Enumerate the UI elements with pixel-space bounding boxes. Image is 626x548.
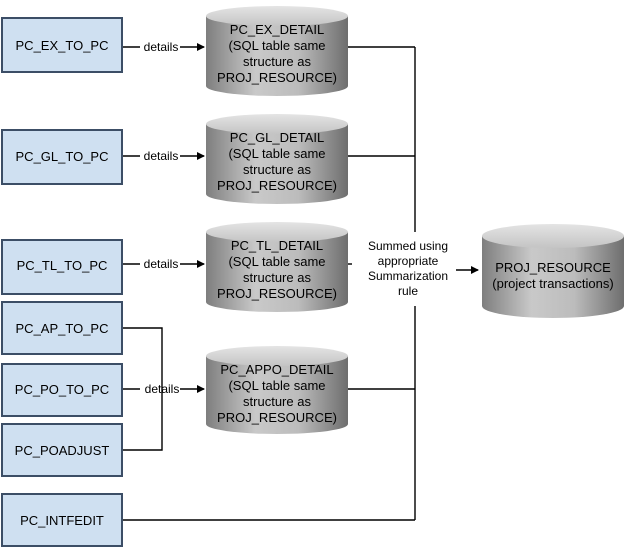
summed-line-3: Summarization (368, 269, 448, 283)
program-label-ap: PC_AP_TO_PC (16, 321, 109, 336)
table-cylinder-ex: PC_EX_DETAIL (SQL table same structure a… (206, 6, 348, 96)
table-desc-appo-3: PROJ_RESOURCE) (217, 410, 337, 425)
program-label-tl: PC_TL_TO_PC (17, 258, 108, 273)
proj-resource-cylinder: PROJ_RESOURCE (project transactions) (482, 224, 624, 318)
table-cylinder-appo: PC_APPO_DETAIL (SQL table same structure… (206, 346, 348, 434)
program-box-poadjust: PC_POADJUST (1, 423, 123, 477)
table-desc-tl-1: (SQL table same (228, 254, 325, 269)
table-desc-ex-3: PROJ_RESOURCE) (217, 70, 337, 85)
table-cylinder-gl: PC_GL_DETAIL (SQL table same structure a… (206, 114, 348, 204)
proj-resource-desc: (project transactions) (492, 276, 613, 291)
table-desc-tl-2: structure as (243, 270, 311, 285)
summed-line-2: appropriate (378, 254, 439, 268)
program-label-po: PC_PO_TO_PC (15, 382, 109, 397)
summed-line-4: rule (398, 284, 418, 298)
table-cylinder-tl: PC_TL_DETAIL (SQL table same structure a… (206, 222, 348, 312)
table-name-ex: PC_EX_DETAIL (230, 22, 324, 37)
proj-resource-name: PROJ_RESOURCE (495, 260, 611, 275)
connectors (122, 43, 479, 521)
table-name-tl: PC_TL_DETAIL (231, 238, 323, 253)
summed-line-1: Summed using (368, 239, 448, 253)
details-label-appo: details (145, 382, 180, 396)
details-label-gl: details (144, 149, 179, 163)
program-box-ap: PC_AP_TO_PC (1, 301, 123, 355)
table-desc-tl-3: PROJ_RESOURCE) (217, 286, 337, 301)
table-desc-gl-2: structure as (243, 162, 311, 177)
program-label-poadjust: PC_POADJUST (15, 443, 110, 458)
table-desc-appo-2: structure as (243, 394, 311, 409)
program-label-intfedit: PC_INTFEDIT (20, 513, 104, 528)
program-box-ex: PC_EX_TO_PC (1, 17, 123, 73)
program-box-po: PC_PO_TO_PC (1, 363, 123, 417)
program-box-tl: PC_TL_TO_PC (1, 239, 123, 295)
table-desc-ex-1: (SQL table same (228, 38, 325, 53)
program-label-gl: PC_GL_TO_PC (16, 149, 109, 164)
table-desc-gl-3: PROJ_RESOURCE) (217, 178, 337, 193)
table-desc-gl-1: (SQL table same (228, 146, 325, 161)
details-label-ex: details (144, 40, 179, 54)
program-label-ex: PC_EX_TO_PC (16, 38, 109, 53)
summarization-label: Summed using appropriate Summarization r… (368, 239, 448, 298)
program-box-intfedit: PC_INTFEDIT (1, 493, 123, 547)
table-desc-ex-2: structure as (243, 54, 311, 69)
table-name-appo: PC_APPO_DETAIL (220, 362, 333, 377)
details-label-tl: details (144, 257, 179, 271)
table-name-gl: PC_GL_DETAIL (230, 130, 324, 145)
table-desc-appo-1: (SQL table same (228, 378, 325, 393)
program-box-gl: PC_GL_TO_PC (1, 129, 123, 185)
bracket-ap-po-poadjust (122, 327, 163, 451)
